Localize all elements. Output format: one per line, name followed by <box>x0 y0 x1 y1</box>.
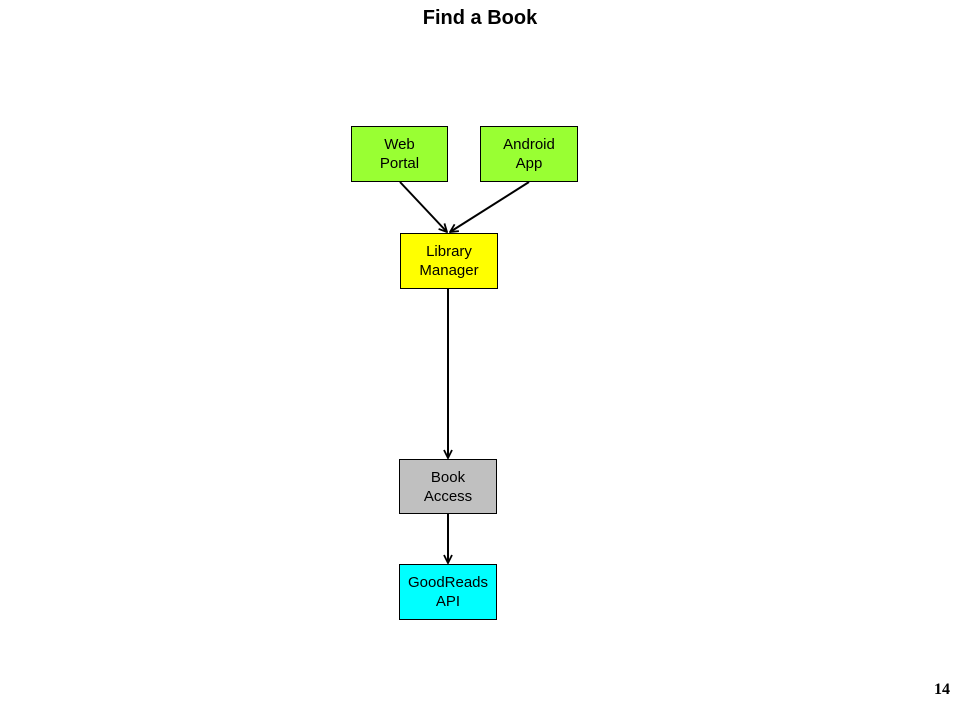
node-android-app-line1: Android <box>503 136 555 153</box>
node-library-manager: Library Manager <box>400 233 498 289</box>
node-goodreads-api: GoodReads API <box>399 564 497 620</box>
node-library-manager-line2: Manager <box>419 262 479 279</box>
node-web-portal-line1: Web <box>384 136 415 153</box>
node-web-portal-line2: Portal <box>379 155 420 172</box>
page-title: Find a Book <box>422 7 538 29</box>
edge-android-app-to-library-manager <box>450 181 530 232</box>
node-android-app-line2: App <box>515 155 543 172</box>
node-book-access: Book Access <box>399 459 497 514</box>
page-number: 14 <box>934 681 950 698</box>
edge-web-portal-to-library-manager <box>399 181 447 232</box>
node-web-portal: Web Portal <box>351 126 448 182</box>
node-goodreads-api-line1: GoodReads <box>407 574 489 591</box>
node-book-access-line1: Book <box>430 468 466 486</box>
node-library-manager-line1: Library <box>426 243 472 260</box>
node-book-access-line2: Access <box>423 487 473 505</box>
node-android-app: Android App <box>480 126 578 182</box>
node-goodreads-api-line2: API <box>435 593 461 610</box>
